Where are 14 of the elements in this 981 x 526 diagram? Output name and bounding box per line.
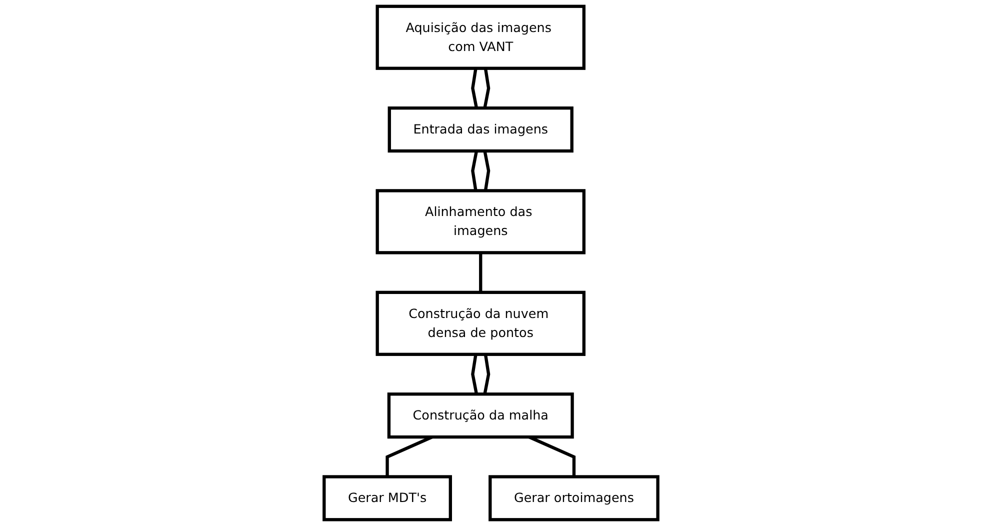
connector: [470, 354, 478, 394]
connector: [478, 252, 482, 292]
connector: [482, 68, 490, 108]
connector: [482, 354, 490, 394]
node-box: Construção da malha: [386, 392, 574, 439]
node-box: Gerar ortoimagens: [488, 475, 659, 522]
node-box: Gerar MDT's: [322, 475, 452, 522]
node-box: Entrada das imagens: [387, 106, 573, 153]
node-box: Aquisição das imagens com VANT: [375, 4, 586, 70]
node-box: Construção da nuvem densa de pontos: [375, 290, 586, 356]
connector: [482, 150, 490, 191]
node-box: Alinhamento das imagens: [375, 189, 586, 254]
connector: [470, 150, 478, 191]
connector: [470, 68, 478, 108]
